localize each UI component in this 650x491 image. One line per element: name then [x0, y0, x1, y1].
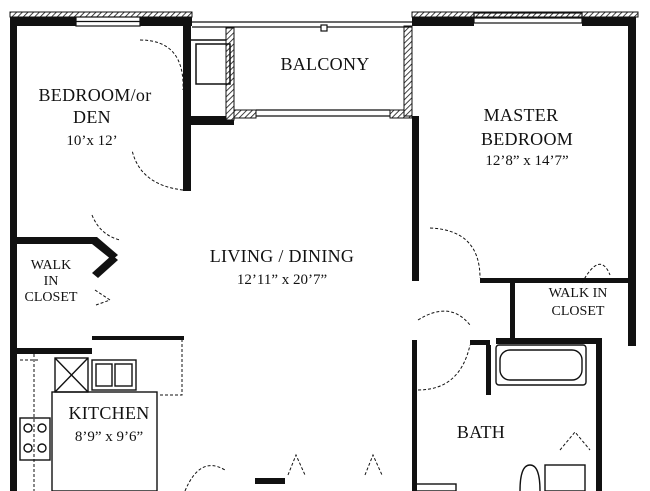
walk-in-closet-right-line2: CLOSET: [552, 304, 605, 319]
closet-box: [191, 39, 231, 85]
walk-in-closet-right-line1: WALK IN: [549, 286, 608, 301]
bedroom-den-label-line2: DEN: [73, 107, 111, 127]
balcony-label: BALCONY: [280, 54, 369, 74]
interior-walls: [17, 237, 630, 491]
bath-label: BATH: [457, 422, 505, 442]
master-bedroom-label-line1: MASTER: [484, 105, 559, 125]
fixtures: [19, 344, 587, 491]
windows: [75, 12, 583, 117]
master-bedroom-label-line2: BEDROOM: [481, 129, 573, 149]
walk-in-closet-left-line3: CLOSET: [25, 290, 78, 305]
bedroom-den-label-line1: BEDROOM/or: [38, 85, 151, 105]
living-dining-size: 12’11” x 20’7”: [237, 272, 327, 288]
walk-in-closet-left-line1: WALK: [31, 258, 71, 273]
exterior-walls: [10, 16, 636, 491]
bedroom-den-size: 10’x 12’: [66, 133, 117, 149]
kitchen-size: 8’9” x 9’6”: [75, 429, 143, 445]
kitchen-label: KITCHEN: [68, 403, 149, 423]
door-swings: [20, 39, 611, 491]
master-bedroom-size: 12’8” x 14’7”: [485, 153, 568, 169]
walk-in-closet-left-line2: IN: [44, 274, 59, 289]
living-dining-label: LIVING / DINING: [210, 246, 354, 266]
